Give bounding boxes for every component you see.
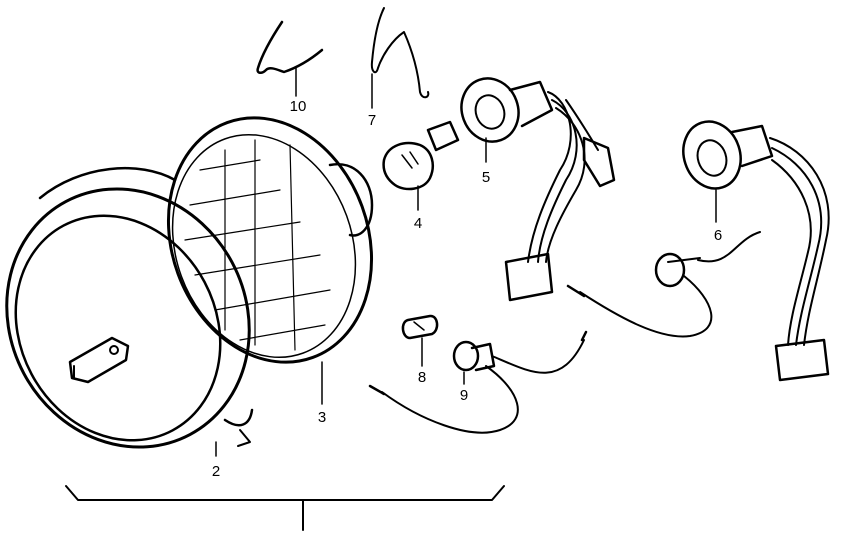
socket-harness-right [566, 120, 830, 382]
assembly-bracket [65, 485, 505, 501]
headlight-lens-unit [166, 116, 374, 364]
pilot-socket [368, 330, 588, 434]
spring-part [370, 7, 430, 99]
headlight-rim [5, 166, 254, 449]
callout-3: 3 [318, 409, 326, 426]
callout-2: 2 [212, 463, 220, 480]
leader-lines [215, 67, 717, 457]
callout-8: 8 [418, 369, 426, 386]
callout-10: 10 [290, 98, 307, 115]
callout-6: 6 [714, 227, 722, 244]
callout-7: 7 [368, 112, 376, 129]
callout-9: 9 [460, 387, 468, 404]
headlight-bulb [382, 120, 460, 191]
socket-harness-left [460, 77, 616, 302]
pilot-bulb [401, 314, 439, 340]
callout-4: 4 [414, 215, 422, 232]
clip-part [256, 20, 324, 74]
callout-5: 5 [482, 169, 490, 186]
